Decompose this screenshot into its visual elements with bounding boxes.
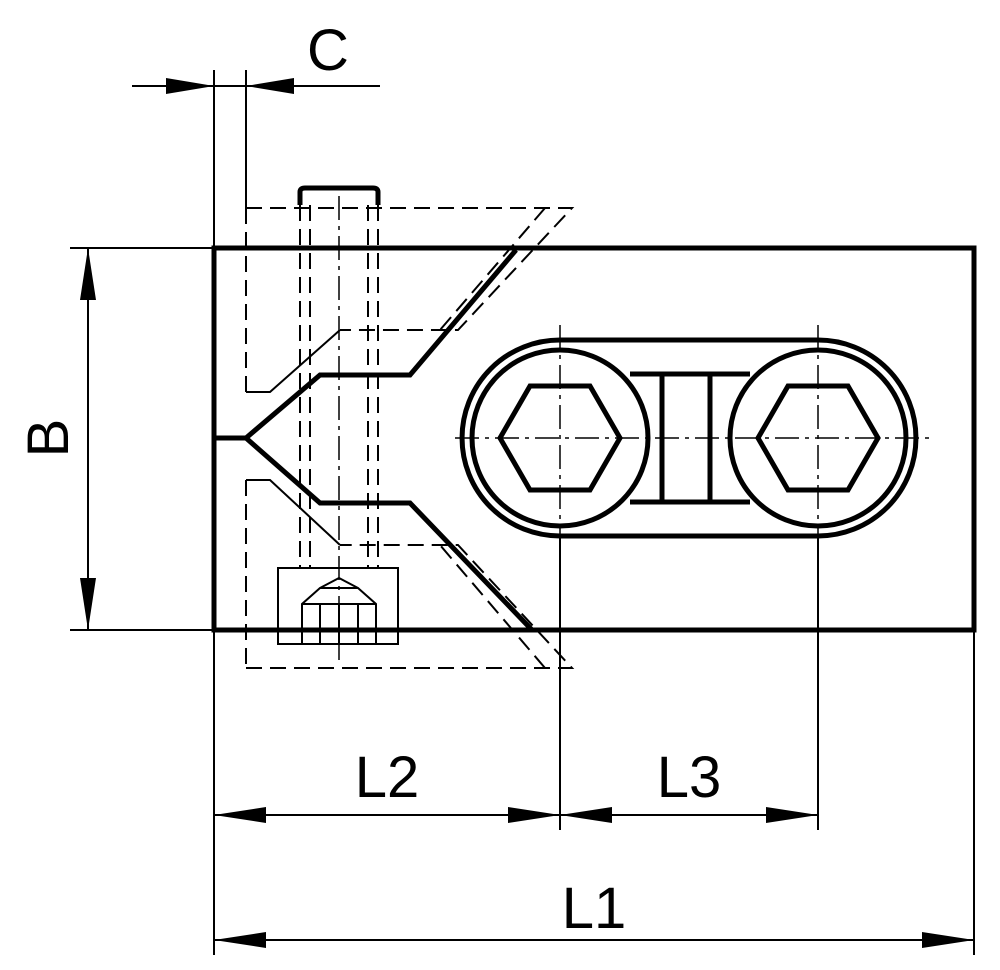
hidden-inner-top <box>246 329 341 393</box>
dimension-l1-arrow-left <box>214 932 266 948</box>
dimension-l1-arrow-right <box>922 932 974 948</box>
dimension-l2-arrow-right <box>508 807 560 823</box>
dimension-c: C <box>132 18 380 248</box>
dimension-c-label: C <box>307 18 349 83</box>
dimension-b-label: B <box>16 419 81 458</box>
slot-bridge <box>630 371 750 505</box>
body-outline <box>211 245 977 633</box>
v-jaw <box>214 248 534 632</box>
screw-shank <box>299 205 379 568</box>
clamp-body <box>211 245 977 633</box>
screw-head-top <box>297 185 381 205</box>
dimension-b-arrow-bottom <box>80 578 96 630</box>
hidden-outline-bottom <box>246 544 575 669</box>
hidden-diagonal-bottom <box>439 544 546 669</box>
set-screw <box>277 185 399 660</box>
hidden-inner-bottom <box>246 479 341 546</box>
dimension-l3: L3 <box>560 745 818 823</box>
hidden-diagonal-top <box>439 207 546 331</box>
dimension-b: B <box>16 247 214 631</box>
dimension-l3-arrow-right <box>766 807 818 823</box>
slot-assembly <box>455 325 930 560</box>
hidden-jaw-insert <box>245 207 575 669</box>
dimension-b-arrow-top <box>80 248 96 300</box>
hidden-outline-top <box>246 207 575 331</box>
dimension-c-arrow-left <box>166 78 214 94</box>
bottom-extension-lines <box>213 536 975 955</box>
v-jaw-profile <box>214 248 534 632</box>
dimension-l2: L2 <box>214 745 560 823</box>
dimension-l2-arrow-left <box>214 807 266 823</box>
dimension-c-arrow-right <box>246 78 294 94</box>
dimension-l1-label: L1 <box>562 876 627 941</box>
dimension-l1: L1 <box>214 876 974 948</box>
dimension-l2-label: L2 <box>355 745 420 810</box>
dimension-l3-arrow-left <box>560 807 612 823</box>
dimension-l3-label: L3 <box>657 745 722 810</box>
